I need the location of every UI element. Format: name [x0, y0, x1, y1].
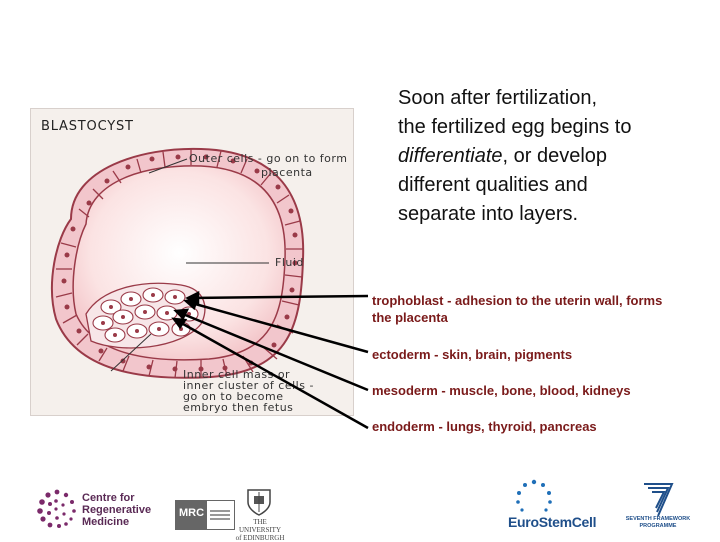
crm-line-1: Centre for	[82, 492, 135, 504]
intro-paragraph: Soon after fertilization, the fertilized…	[398, 84, 698, 229]
mrc-logo: MRC	[175, 500, 235, 530]
intro-line-3: differentiate, or develop	[398, 142, 698, 171]
eurostemcell-dots-icon	[512, 478, 556, 518]
mrc-logo-subtext	[207, 508, 234, 522]
fluid-label: Fluid	[275, 256, 304, 269]
label-leaders	[110, 158, 269, 372]
fp7-logo-text: SEVENTH FRAMEWORK PROGRAMME	[622, 516, 694, 530]
outer-cells-label-line2: placenta	[261, 166, 313, 179]
trophoblast-text: trophoblast - adhesion to the uterin wal…	[372, 292, 712, 326]
mesoderm-text: mesoderm - muscle, bone, blood, kidneys	[372, 383, 631, 398]
blastocyst-diagram-panel: BLASTOCYST Outer cells - go on to form p…	[30, 108, 354, 416]
endoderm-text: endoderm - lungs, thyroid, pancreas	[372, 419, 597, 434]
edinburgh-crest-icon	[246, 488, 272, 516]
edinburgh-logo-text: THE UNIVERSITY of EDINBURGH	[232, 518, 288, 542]
intro-line-5: separate into layers.	[398, 203, 579, 225]
intro-line-2: the fertilized egg begins to	[398, 116, 632, 138]
crm-line-3: Medicine	[82, 516, 130, 528]
outer-cells-label-line1: Outer cells - go on to form	[189, 152, 348, 165]
differentiate-term: differentiate	[398, 145, 503, 167]
diagram-title: BLASTOCYST	[41, 119, 134, 134]
crm-line-2: Regenerative	[82, 504, 152, 516]
fp7-line-1: SEVENTH FRAMEWORK	[625, 516, 691, 522]
intro-line-4: different qualities and	[398, 174, 588, 196]
trophoblast-line-2: the placenta	[372, 310, 448, 325]
mrc-logo-text: MRC	[176, 501, 208, 529]
fp7-line-2: PROGRAMME	[639, 523, 677, 529]
crm-logo-text: Centre for Regenerative Medicine	[82, 492, 151, 528]
fp7-logo-icon	[640, 480, 676, 518]
edinburgh-line-1: THE UNIVERSITY	[239, 518, 281, 534]
eurostemcell-logo-text: EuroStemCell	[508, 514, 597, 530]
crm-logo-icon	[36, 488, 78, 530]
intro-line-3-rest: , or develop	[502, 145, 608, 167]
edinburgh-line-2: of EDINBURGH	[235, 534, 285, 542]
ectoderm-text: ectoderm - skin, brain, pigments	[372, 347, 573, 362]
intro-line-1: Soon after fertilization,	[398, 87, 597, 109]
trophoblast-line-1: trophoblast - adhesion to the uterin wal…	[372, 293, 663, 308]
inner-mass-label-line4: embryo then fetus	[183, 401, 294, 414]
